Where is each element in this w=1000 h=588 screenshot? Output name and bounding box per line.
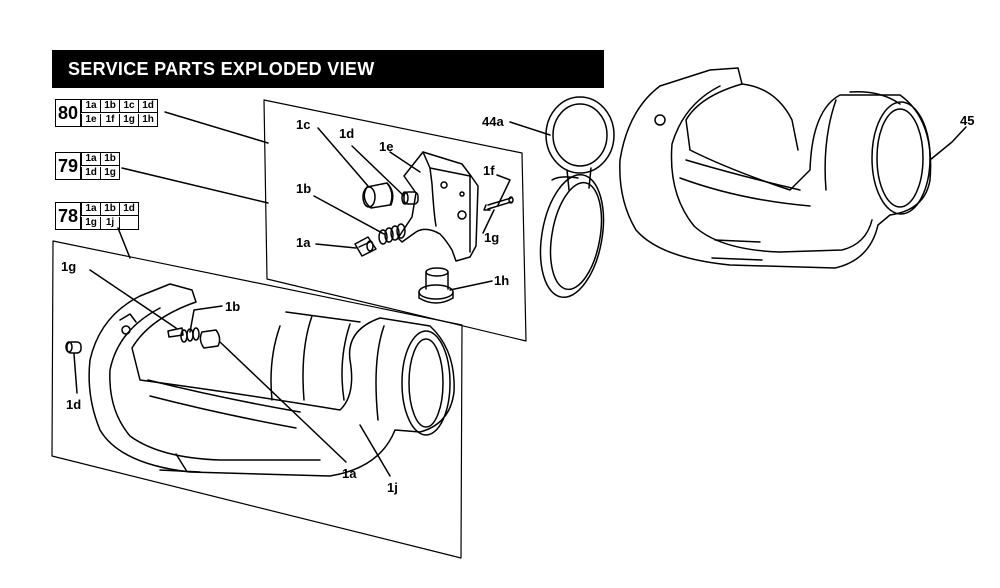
kit-79-leader-line <box>121 167 269 204</box>
kit-parts-grid: 1a 1b 1c 1d 1e 1f 1g 1h <box>81 99 159 127</box>
kit-part-cell: 1g <box>81 216 101 230</box>
kit-part-cell: 1g <box>119 113 139 127</box>
pin-1h-part <box>418 267 454 304</box>
kit-part-cell: 1a <box>81 203 101 216</box>
leader-1b-top <box>313 195 385 235</box>
spring-1b-bottom-part <box>180 327 200 343</box>
kit-number: 79 <box>55 152 82 180</box>
kit-80-table: 80 1a 1b 1c 1d 1e 1f 1g 1h <box>55 99 159 127</box>
kit-78-table: 78 1a 1b 1d 1g 1j <box>55 202 140 230</box>
callout-1c: 1c <box>296 117 310 132</box>
kit-part-cell: 1d <box>138 100 158 113</box>
callout-1j: 1j <box>387 480 398 495</box>
kit-part-cell: 1f <box>100 113 120 127</box>
callout-1b-top: 1b <box>296 181 311 196</box>
leader-1a-bottom <box>219 341 347 463</box>
kit-part-cell: 1a <box>81 153 101 166</box>
callout-1a-bottom: 1a <box>342 466 357 481</box>
plug-1d-top-part <box>401 191 419 205</box>
pin-1g-bottom-part <box>167 327 184 338</box>
spring-1b-top-part <box>378 223 406 245</box>
leader-45 <box>929 126 967 161</box>
callout-1d-top: 1d <box>339 126 354 141</box>
cap-44a-part <box>539 96 615 299</box>
kit-part-cell <box>119 216 139 230</box>
kit-part-cell: 1b <box>100 100 120 113</box>
kit-number: 78 <box>55 202 82 230</box>
callout-1a-top: 1a <box>296 235 311 250</box>
kit-number: 80 <box>55 99 82 127</box>
title-banner: SERVICE PARTS EXPLODED VIEW <box>52 50 604 88</box>
callout-44a: 44a <box>482 114 504 129</box>
kit-80-leader-line <box>164 111 269 144</box>
kit-part-cell: 1a <box>81 100 101 113</box>
kit-part-cell: 1g <box>100 166 120 180</box>
kit-parts-grid: 1a 1b 1d 1g 1j <box>81 202 140 230</box>
kit-part-cell: 1d <box>81 166 101 180</box>
kit-part-cell: 1j <box>100 216 120 230</box>
callout-1g-top: 1g <box>484 230 499 245</box>
plug-1a-bottom-part <box>199 329 221 349</box>
kit-parts-grid: 1a 1b 1d 1g <box>81 152 121 180</box>
callout-45: 45 <box>960 113 974 128</box>
leader-1c <box>317 127 369 187</box>
kit-part-cell: 1d <box>119 203 139 216</box>
yoke-45-part <box>619 67 932 269</box>
leader-1a-top <box>315 243 357 249</box>
leader-1d-bottom <box>73 353 78 394</box>
housing-1e-part <box>397 151 479 262</box>
leader-1d-top <box>351 145 405 197</box>
lower-parts-panel <box>51 240 463 559</box>
kit-part-cell: 1e <box>81 113 101 127</box>
screw-1a-top-part <box>354 236 377 257</box>
kit-part-cell: 1b <box>100 153 120 166</box>
callout-1b-bottom: 1b <box>225 299 240 314</box>
kit-part-cell: 1b <box>100 203 120 216</box>
leader-44a <box>509 121 551 136</box>
kit-78-leader-line <box>117 227 131 259</box>
leader-1g-top <box>482 209 495 234</box>
kit-79-table: 79 1a 1b 1d 1g <box>55 152 121 180</box>
callout-1e: 1e <box>379 139 393 154</box>
page-title: SERVICE PARTS EXPLODED VIEW <box>68 59 375 79</box>
kit-part-cell: 1c <box>119 100 139 113</box>
tool-body-part <box>88 283 455 477</box>
kit-part-cell: 1h <box>138 113 158 127</box>
leader-1e <box>389 151 421 173</box>
callout-1d-bottom: 1d <box>66 397 81 412</box>
leader-1b-bottom <box>189 305 223 333</box>
callout-1h: 1h <box>494 273 509 288</box>
plug-1d-bottom-part <box>65 341 82 354</box>
leader-1h <box>449 280 493 291</box>
leader-1g-bottom <box>89 269 177 329</box>
leader-1j <box>359 424 391 477</box>
leader-1f <box>496 174 511 206</box>
upper-parts-panel <box>263 99 527 342</box>
pin-1c-part <box>362 182 394 209</box>
callout-1f: 1f <box>483 163 495 178</box>
callout-1g-bottom: 1g <box>61 259 76 274</box>
